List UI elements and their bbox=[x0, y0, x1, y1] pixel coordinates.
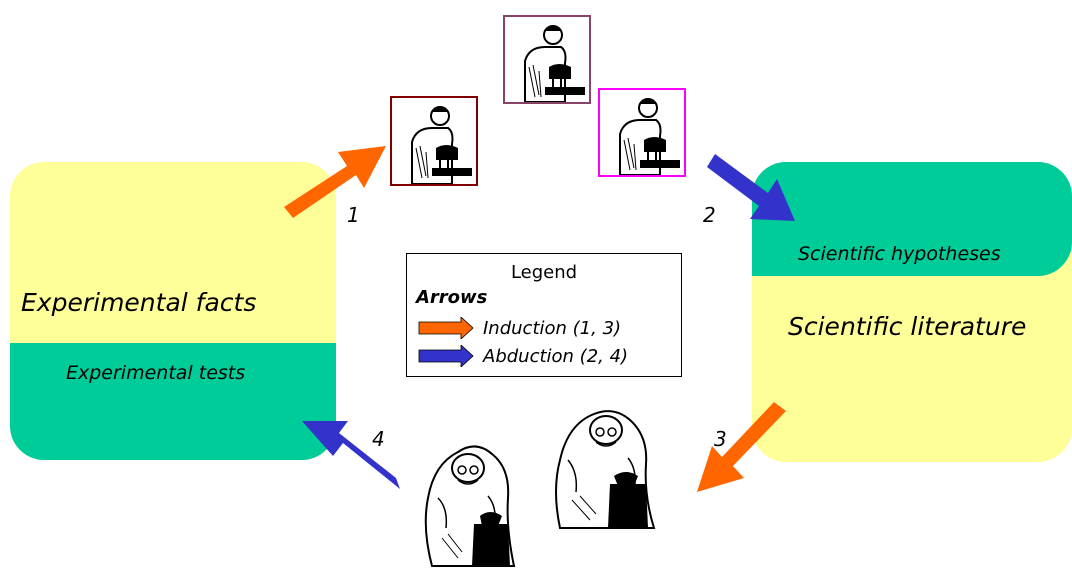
experimental-tests-block-cap bbox=[10, 343, 336, 383]
experimental-tests-label: Experimental tests bbox=[66, 362, 246, 384]
scientist-frame-3 bbox=[598, 88, 686, 177]
abduction-arrow-2 bbox=[707, 154, 795, 221]
scientist-frame-1 bbox=[390, 96, 478, 186]
arrow-number-2: 2 bbox=[703, 203, 716, 227]
legend-item-abduction: Abduction (2, 4) bbox=[483, 346, 629, 367]
scientific-hypotheses-label: Scientific hypotheses bbox=[798, 243, 1001, 265]
arrow-number-1: 1 bbox=[347, 203, 360, 227]
old-man-writing-icon bbox=[555, 410, 656, 529]
scientist-frame-2 bbox=[503, 15, 591, 104]
old-man-figure-1 bbox=[418, 428, 526, 572]
scientist-reading-icon bbox=[524, 25, 585, 102]
induction-legend-arrow-icon bbox=[418, 317, 474, 339]
legend-box: Legend Arrows Induction (1, 3) Abduction… bbox=[406, 253, 682, 377]
scientist-reading-icon bbox=[619, 98, 680, 175]
old-man-figure-2 bbox=[550, 400, 660, 532]
legend-subtitle: Arrows bbox=[416, 287, 488, 308]
old-man-writing-icon bbox=[424, 445, 516, 567]
abduction-arrow-4 bbox=[302, 421, 400, 489]
scientific-hypotheses-block bbox=[752, 162, 1072, 276]
legend-item-induction: Induction (1, 3) bbox=[483, 318, 622, 339]
arrow-number-4: 4 bbox=[372, 427, 385, 451]
induction-arrow-1 bbox=[284, 146, 386, 218]
induction-arrow-3 bbox=[697, 402, 786, 492]
scientist-reading-icon bbox=[411, 106, 472, 184]
scientific-literature-label: Scientific literature bbox=[788, 312, 1027, 341]
arrow-number-3: 3 bbox=[714, 427, 727, 451]
experimental-facts-label: Experimental facts bbox=[21, 288, 257, 317]
abduction-legend-arrow-icon bbox=[418, 345, 474, 367]
legend-title: Legend bbox=[510, 262, 578, 283]
